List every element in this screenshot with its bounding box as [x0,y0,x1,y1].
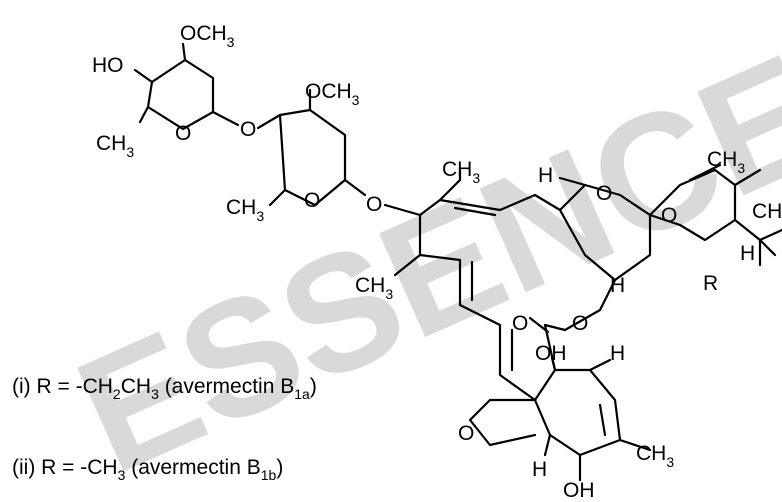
sidechain-bond-3 [758,238,777,257]
label-ch3-topright: CH3 [707,148,745,176]
sugar1-ring-bond [146,58,215,131]
sugar2-ch3-bond [268,188,287,207]
caption-line-1: (i) R = -CH2CH3 (avermectin B1a) [12,375,317,402]
caption-block: (i) R = -CH2CH3 (avermectin B1a) (ii) R … [12,375,317,483]
chain-double-bond [453,206,497,217]
glycosidic-bond-3 [343,178,367,197]
label-ch3-sugar2: CH3 [226,196,264,224]
label-o-spiro2: O [661,204,677,227]
sugar1-och3-bond [181,42,187,62]
spiro-double [688,163,722,182]
atom-labels: OCH3 HO CH3 O O OCH3 CH3 O O CH3 CH3 H O… [92,22,782,502]
caption-line-2: (ii) R = -CH3 (avermectin B1b) [12,456,283,483]
ester-bond [543,278,617,332]
label-o-carbonyl: O [512,312,528,335]
label-h-top: H [538,164,553,187]
ring-double [598,403,607,437]
label-o-link2: O [366,193,382,216]
label-och3-mid: OCH3 [305,80,360,108]
label-r: R [703,272,718,295]
label-oh-mid: OH [535,342,567,365]
h-top-bond [558,176,587,187]
spiro-ring-1 [558,183,652,282]
h-furan-bond [543,433,552,457]
glycosidic-bond-1 [211,110,240,127]
label-o-ring1: O [175,122,191,145]
spiro-ch3-bond [733,168,762,187]
label-o-furan: O [458,422,474,445]
label-och3-top: OCH3 [180,22,235,50]
diene-bond-2 [498,323,537,402]
macrolide-ether-bond [383,203,422,217]
chain-bond-c [498,193,562,212]
watermark: ESSENCE [53,19,782,502]
label-ho: HO [92,54,124,77]
sidechain-bond-2 [758,228,782,242]
label-oh-bottom: OH [563,479,595,502]
label-ch3-sugar1: CH3 [96,132,134,160]
label-h-junction: H [610,342,625,365]
label-h-side: H [740,242,755,265]
watermark-text: ESSENCE [53,19,782,502]
label-h-mid: H [610,274,625,297]
h-junction-bond [588,358,612,372]
label-ch3-bottom: CH3 [636,442,674,470]
chain-bond-a [418,168,462,217]
label-o-ring2: O [304,189,320,212]
label-h-furan: H [532,458,547,481]
furan-ring [468,398,537,447]
chain-bond-b [438,198,502,212]
label-o-link1: O [240,118,256,141]
oh-mid-bond [550,356,557,372]
glycosidic-bond-2 [256,113,282,130]
bond-layer [133,42,782,482]
label-ch3-left: CH3 [355,274,393,302]
label-ch3-sidechain: CH [752,200,782,223]
label-o-spiro1: O [596,182,612,205]
sugar1-oh-bond [133,68,154,84]
sugar1-ch3-bond [138,105,150,124]
label-o-ester: O [572,312,588,335]
diene-bond [418,253,502,327]
label-ch3-olefin: CH3 [442,158,480,186]
ch3-bottom-bond [618,438,652,452]
spiro-ring-2 [648,168,737,242]
